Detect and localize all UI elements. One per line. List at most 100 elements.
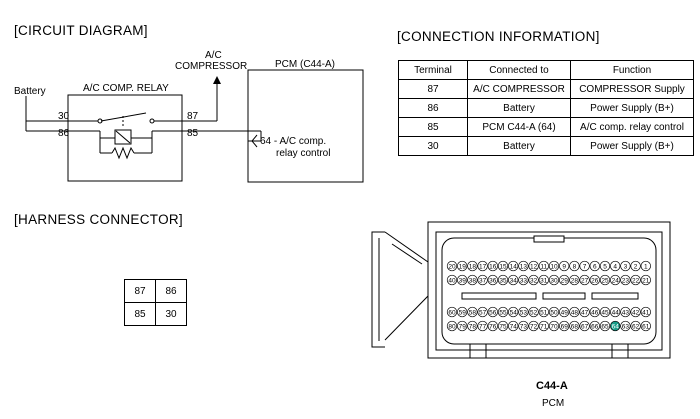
connector-pin-label: 77: [479, 324, 487, 331]
connector-pin: [518, 260, 529, 272]
connector-pin-label: 4: [613, 264, 617, 271]
connector-pin-label: 65: [601, 324, 609, 331]
connector-pin-label: 6: [593, 264, 597, 271]
connector-pin-label: 15: [499, 264, 507, 271]
connector-pin: [640, 274, 651, 286]
connector-pin-label: 29: [561, 278, 569, 285]
connector-pin-label: 33: [520, 278, 528, 285]
connector-pin: [548, 260, 560, 272]
connector-pin: [538, 274, 549, 286]
connector-pin: [579, 306, 590, 318]
connector-pin: [508, 274, 519, 286]
connector-subtitle: PCM: [542, 398, 564, 409]
connector-pin-label: 3: [624, 264, 628, 271]
connector-pin: [569, 260, 580, 272]
connector-pin: [559, 320, 570, 332]
connector-pin: [610, 320, 621, 332]
connector-pin: [620, 306, 631, 318]
connector-pin-label: 20: [448, 264, 456, 271]
connector-pin: [528, 320, 539, 332]
connector-pin: [630, 320, 641, 332]
connector-pin-label: 19: [459, 264, 467, 271]
connector-pin: [569, 306, 580, 318]
connector-pin: [599, 274, 611, 286]
connector-pin-label: 79: [459, 324, 467, 331]
connector-pin: [559, 274, 570, 286]
connector-pin-label: 14: [510, 264, 518, 271]
compressor-label-2: COMPRESSOR: [175, 61, 247, 72]
connector-pin: [446, 274, 458, 286]
connector-pin-label: 40: [448, 278, 456, 285]
connector-pin: [518, 274, 529, 286]
connector-pin-label: 5: [603, 264, 607, 271]
connector-pin: [610, 260, 621, 272]
connector-pin: [640, 260, 651, 272]
connector-pin-label: 61: [642, 324, 650, 331]
connector-pin: [610, 274, 621, 286]
connector-pin-label: 54: [510, 310, 518, 317]
connector-pin: [538, 320, 549, 332]
connector-pin: [579, 320, 590, 332]
connector-pin: [446, 306, 458, 318]
connector-pin-label: 10: [550, 264, 558, 271]
connector-pin-label: 2: [634, 264, 638, 271]
connector-pin: [457, 306, 468, 318]
connector-pin: [630, 306, 641, 318]
connector-pin: [579, 274, 590, 286]
connector-pin-label: 76: [489, 324, 497, 331]
connector-pin: [620, 260, 631, 272]
connector-pin: [610, 306, 621, 318]
connector-pin: [579, 260, 590, 272]
connector-pin: [569, 274, 580, 286]
connector-pin-label: 56: [489, 310, 497, 317]
connector-pin: [538, 260, 549, 272]
connector-pin: [548, 306, 560, 318]
connector-pin-label: 23: [622, 278, 630, 285]
connector-pin: [620, 320, 631, 332]
connector-pin: [487, 320, 498, 332]
connector-pin: [508, 320, 519, 332]
connection-information-title: [CONNECTION INFORMATION]: [397, 29, 600, 44]
table-cell: Power Supply (B+): [570, 136, 694, 156]
pcm-label: PCM (C44-A): [275, 59, 335, 70]
connector-pin-label: 52: [530, 310, 538, 317]
connector-pin: [640, 306, 651, 318]
connector-pin-label: 42: [632, 310, 640, 317]
battery-label: Battery: [14, 86, 46, 97]
connector-pin: [559, 306, 570, 318]
connector-name: C44-A: [536, 380, 568, 392]
connector-pin: [589, 260, 600, 272]
connector-pin: [467, 320, 478, 332]
connector-latch: [371, 231, 385, 348]
connector-pin: [457, 320, 468, 332]
connector-pin-label: 57: [479, 310, 487, 317]
connector-pin-label: 44: [612, 310, 620, 317]
connection-table: Terminal Connected to Function 87 A/C CO…: [398, 60, 694, 156]
connector-pin-label: 46: [591, 310, 599, 317]
connector-pin-label: 28: [571, 278, 579, 285]
connector-pin-label: 24: [612, 278, 620, 285]
connector-pin: [548, 320, 560, 332]
connector-pin-label: 37: [479, 278, 487, 285]
connector-pin-label: 16: [489, 264, 497, 271]
relay-pin-cell: 85: [124, 302, 156, 326]
connector-pin-label: 69: [561, 324, 569, 331]
connector-pin-label: 50: [550, 310, 558, 317]
connector-pin: [559, 260, 570, 272]
connector-pin-label: 26: [591, 278, 599, 285]
connector-pin-label: 53: [520, 310, 528, 317]
relay-connector-grid: 87 86 85 30: [124, 279, 187, 326]
connector-pin: [589, 320, 600, 332]
connector-pin: [467, 306, 478, 318]
connector-pin-label: 38: [469, 278, 477, 285]
pin-30-label: 30: [58, 111, 70, 122]
table-row: 30 Battery Power Supply (B+): [398, 136, 694, 156]
connector-pin: [457, 274, 468, 286]
connector-pin: [467, 260, 478, 272]
connector-pin-label: 32: [530, 278, 538, 285]
connector-pin: [487, 274, 498, 286]
connector-pin-label: 22: [632, 278, 640, 285]
circuit-diagram-title: [CIRCUIT DIAGRAM]: [14, 23, 148, 38]
